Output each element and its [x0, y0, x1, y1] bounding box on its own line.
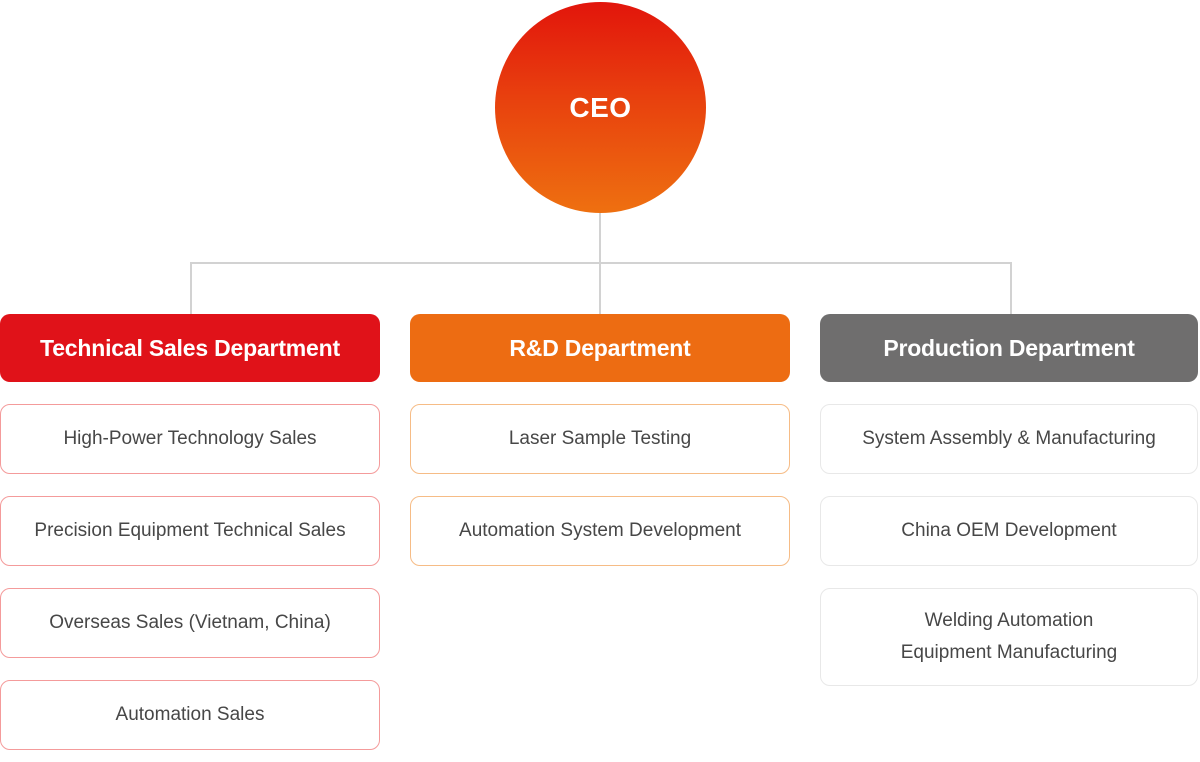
connector-drop-left: [190, 262, 192, 314]
department-column-rnd: R&D Department Laser Sample Testing Auto…: [410, 314, 790, 566]
department-item: Automation Sales: [0, 680, 380, 750]
department-header-label: Technical Sales Department: [40, 334, 340, 361]
department-item: Welding Automation Equipment Manufacturi…: [820, 588, 1198, 686]
department-item-label: Automation Sales: [115, 704, 265, 725]
ceo-node: CEO: [495, 2, 706, 213]
department-item: China OEM Development: [820, 496, 1198, 566]
department-item-label: Precision Equipment Technical Sales: [34, 520, 346, 541]
department-header-production: Production Department: [820, 314, 1198, 382]
ceo-label: CEO: [569, 91, 632, 123]
department-header-label: Production Department: [883, 334, 1135, 361]
department-item-label: High-Power Technology Sales: [63, 428, 317, 449]
connector-crossbar: [190, 262, 1011, 264]
department-item-label: Automation System Development: [459, 520, 741, 541]
department-column-production: Production Department System Assembly & …: [820, 314, 1198, 686]
department-item: Precision Equipment Technical Sales: [0, 496, 380, 566]
department-item: System Assembly & Manufacturing: [820, 404, 1198, 474]
connector-ceo-stem: [599, 213, 601, 262]
department-header-label: R&D Department: [509, 334, 691, 361]
department-item-label: China OEM Development: [901, 520, 1117, 541]
department-header-rnd: R&D Department: [410, 314, 790, 382]
department-item: High-Power Technology Sales: [0, 404, 380, 474]
department-item-label: Welding Automation Equipment Manufacturi…: [900, 610, 1118, 663]
connector-drop-middle: [599, 262, 601, 314]
department-item-label: Laser Sample Testing: [508, 428, 692, 449]
department-item: Overseas Sales (Vietnam, China): [0, 588, 380, 658]
connector-drop-right: [1010, 262, 1012, 314]
department-header-technical-sales: Technical Sales Department: [0, 314, 380, 382]
department-item-label: Overseas Sales (Vietnam, China): [49, 612, 331, 633]
department-item-label: System Assembly & Manufacturing: [862, 428, 1156, 449]
department-column-technical-sales: Technical Sales Department High-Power Te…: [0, 314, 380, 750]
department-item: Automation System Development: [410, 496, 790, 566]
department-item: Laser Sample Testing: [410, 404, 790, 474]
